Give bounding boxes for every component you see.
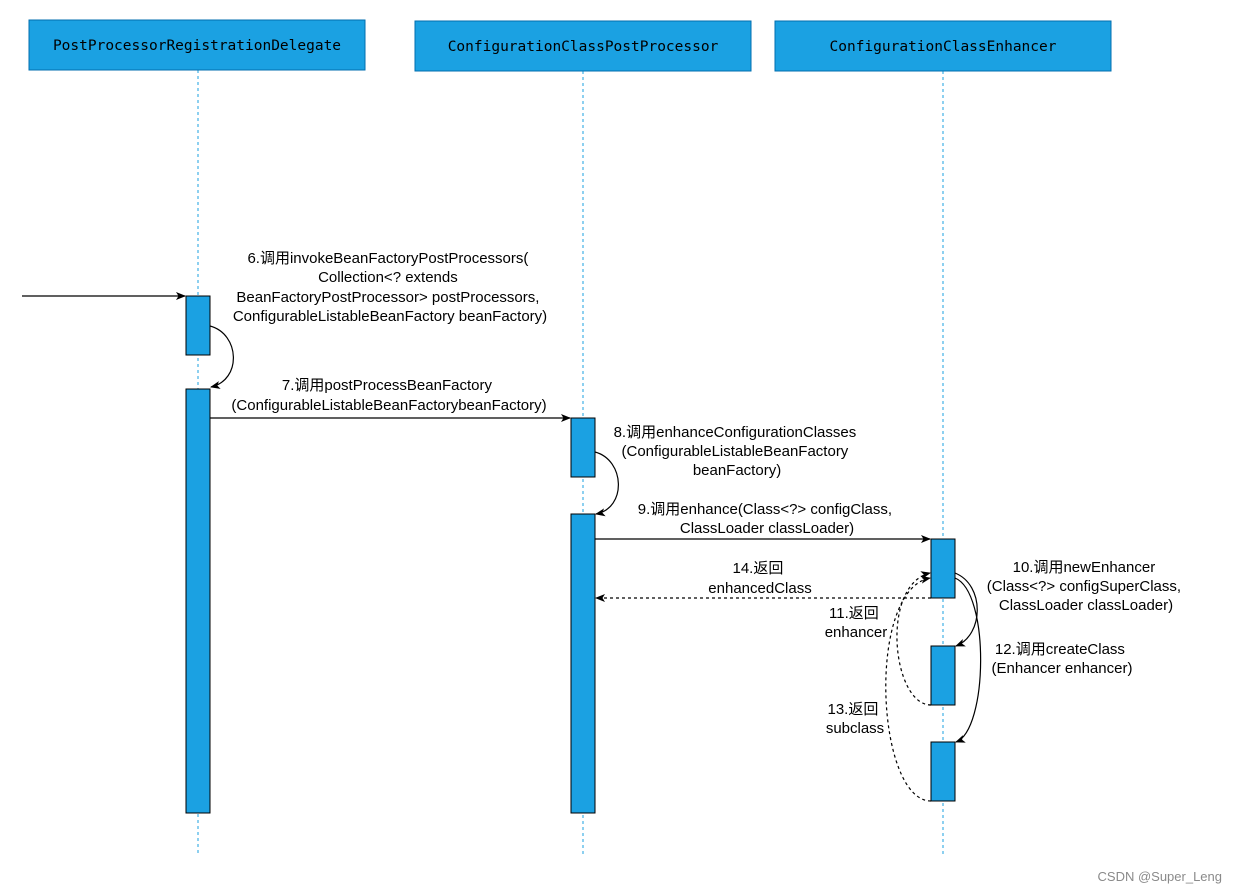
- message-6-label: 6.调用invokeBeanFactoryPostProcessors( Col…: [233, 250, 547, 325]
- message-7-line-1: 7.调用postProcessBeanFactory: [282, 377, 493, 394]
- message-14-line-2: enhancedClass: [708, 580, 811, 597]
- activation-bar: [185, 295, 211, 356]
- message-8-label: 8.调用enhanceConfigurationClasses (Configu…: [614, 424, 861, 479]
- message-12-label: 12.调用createClass (Enhancer enhancer): [992, 641, 1133, 677]
- activation-bar: [930, 741, 956, 802]
- message-8-line-2: (ConfigurableListableBeanFactory: [622, 443, 849, 460]
- message-6-line-1: 6.调用invokeBeanFactoryPostProcessors(: [247, 250, 528, 267]
- message-11-label: 11.返回 enhancer: [825, 605, 888, 641]
- message-6-line-4: ConfigurableListableBeanFactory beanFact…: [233, 308, 547, 325]
- activation-bar: [185, 388, 211, 814]
- message-8-line-1: 8.调用enhanceConfigurationClasses: [614, 424, 857, 441]
- message-10-label: 10.调用newEnhancer (Class<?> configSuperCl…: [987, 559, 1185, 614]
- message-14-line-1: 14.返回: [732, 560, 783, 577]
- activation-bar: [930, 645, 956, 706]
- message-13-return-arrow: [885, 575, 932, 802]
- message-11-line-2: enhancer: [825, 624, 888, 641]
- message-13-line-2: subclass: [826, 720, 884, 737]
- participant-label: ConfigurationClassEnhancer: [830, 39, 1057, 55]
- activation-bar: [930, 538, 956, 599]
- message-10-line-3: ClassLoader classLoader): [999, 597, 1173, 614]
- participant-label: PostProcessorRegistrationDelegate: [53, 38, 341, 54]
- message-14-label: 14.返回 enhancedClass: [708, 560, 811, 597]
- participant-label: ConfigurationClassPostProcessor: [448, 39, 719, 55]
- message-13-label: 13.返回 subclass: [826, 701, 884, 737]
- participant-configuration-class-post-processor: ConfigurationClassPostProcessor: [414, 20, 752, 72]
- message-10-line-1: 10.调用newEnhancer: [1013, 559, 1156, 576]
- watermark: CSDN @Super_Leng: [1098, 869, 1222, 884]
- participant-post-processor-registration-delegate: PostProcessorRegistrationDelegate: [28, 19, 366, 71]
- participant-box: [414, 20, 752, 72]
- self-call-arrow: [209, 325, 234, 389]
- message-11-return-arrow: [896, 571, 932, 706]
- message-7-label: 7.调用postProcessBeanFactory (Configurable…: [231, 377, 546, 414]
- message-10-line-2: (Class<?> configSuperClass,: [987, 578, 1181, 595]
- message-12-line-1: 12.调用createClass: [995, 641, 1125, 658]
- message-9-line-2: ClassLoader classLoader): [680, 520, 854, 537]
- message-10-arrow: [954, 572, 978, 647]
- message-12-line-2: (Enhancer enhancer): [992, 660, 1133, 677]
- message-7-line-2: (ConfigurableListableBeanFactorybeanFact…: [231, 397, 546, 414]
- activation-bar: [570, 513, 596, 814]
- participant-box: [774, 20, 1112, 72]
- message-13-line-1: 13.返回: [827, 701, 878, 718]
- message-12-arrow: [954, 577, 982, 743]
- activation-bar: [570, 417, 596, 478]
- message-9-line-1: 9.调用enhance(Class<?> configClass,: [638, 501, 892, 518]
- message-6-line-3: BeanFactoryPostProcessor> postProcessors…: [236, 289, 539, 306]
- message-8-arrow: [594, 451, 619, 517]
- message-11-line-1: 11.返回: [829, 605, 879, 622]
- message-6-line-2: Collection<? extends: [318, 269, 458, 286]
- participant-box: [28, 19, 366, 71]
- message-9-label: 9.调用enhance(Class<?> configClass, ClassL…: [638, 501, 896, 537]
- message-8-line-3: beanFactory): [693, 462, 781, 479]
- participant-configuration-class-enhancer: ConfigurationClassEnhancer: [774, 20, 1112, 72]
